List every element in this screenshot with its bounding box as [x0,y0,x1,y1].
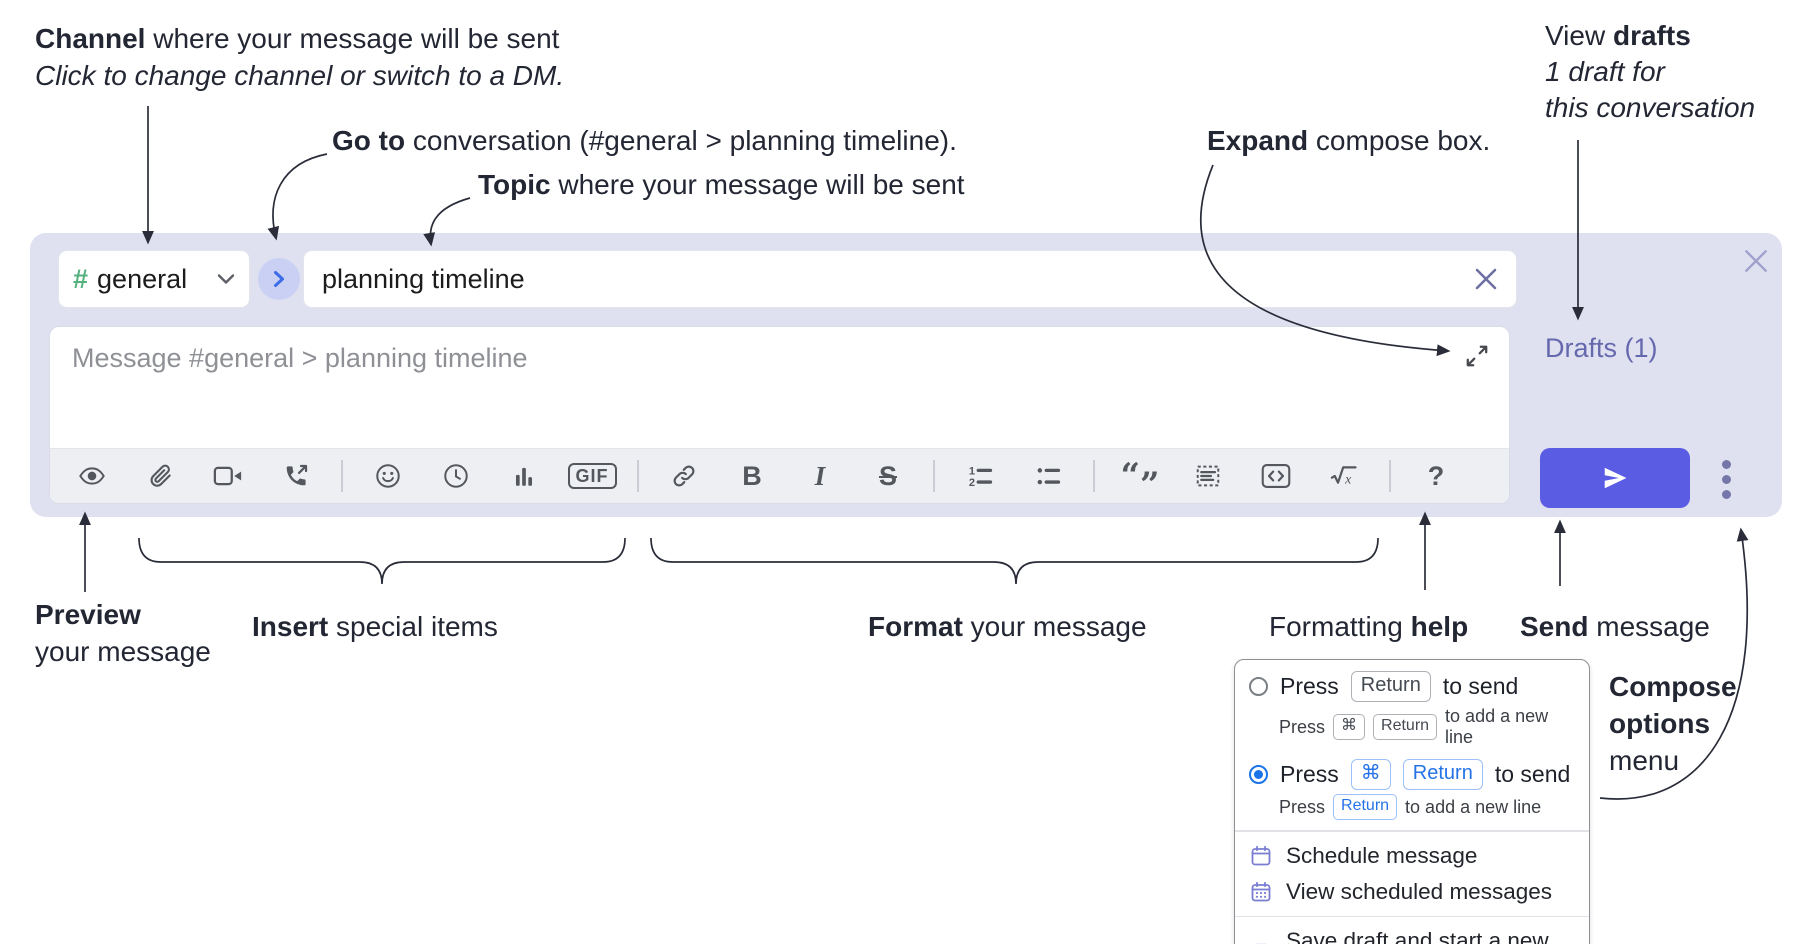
paperclip-icon [150,464,171,487]
channel-selector[interactable]: # general [58,250,250,308]
clear-topic-button[interactable] [1464,257,1508,301]
format-annotation: Format your message [868,611,1147,642]
view-scheduled-messages-item[interactable]: View scheduled messages [1235,874,1589,910]
svg-text:x: x [1344,472,1352,487]
poll-button[interactable] [490,455,558,497]
send-button[interactable] [1540,448,1690,508]
bold-icon: B [742,460,762,491]
video-camera-icon [213,466,242,486]
italic-icon: I [814,460,826,491]
view-drafts-annotation: View drafts 1 draft for this conversatio… [1545,20,1756,123]
calendar-grid-icon [1251,881,1271,901]
compose-options-button[interactable] [1703,452,1749,506]
bold-button[interactable]: B [718,455,786,497]
blockquote-button[interactable]: “” [1106,455,1174,502]
code-block-icon [1196,465,1220,487]
goto-annotation: Go to conversation (#general > planning … [332,125,957,156]
strikethrough-icon: S [878,460,897,491]
toolbar-separator [341,460,343,492]
dots-vertical-icon [1721,459,1731,469]
insert-annotation: Insert special items [252,611,498,642]
preview-button[interactable] [58,455,126,497]
emoji-button[interactable] [354,455,422,497]
topic-input[interactable] [304,263,1464,295]
save-draft-item[interactable]: Save draft and start a new message [1235,923,1589,944]
ordered-list-button[interactable]: 1 2 [946,455,1014,497]
insert-brace [138,537,626,585]
send-option-return-sub: Press ⌘ Return to add a new line [1279,706,1549,747]
phone-call-icon [286,464,308,486]
gif-button[interactable]: GIF [558,455,626,497]
toolbar-separator [933,460,935,492]
clock-icon [444,464,468,488]
formatting-help-button[interactable]: ? [1402,455,1470,497]
topic-field [303,250,1517,308]
attach-file-button[interactable] [126,455,194,497]
goto-conversation-button[interactable] [258,258,300,300]
inline-code-button[interactable] [1242,455,1310,497]
expand-compose-button[interactable] [1458,337,1496,375]
compose-options-annotation: Compose options menu [1609,671,1737,776]
eye-icon [79,467,105,485]
ordered-list-icon: 1 2 [969,465,993,489]
formula-icon: x [1330,466,1357,487]
svg-text:1: 1 [969,465,975,477]
topic-annotation: Topic where your message will be sent [478,169,965,200]
compose-options-menu: Press Return to send Press ⌘ Return to a… [1234,659,1590,944]
expand-icon [1466,345,1488,367]
gif-icon: GIF [567,463,617,489]
formatting-toolbar: GIF B I S [50,448,1509,503]
channel-hash-icon: # [73,263,89,294]
channel-annotation: Channel where your message will be sent … [35,23,565,91]
close-icon [1745,250,1767,272]
menu-divider [1235,915,1589,917]
svg-text:2: 2 [969,477,975,489]
send-option-cmd-return-sub: Press Return to add a new line [1235,793,1589,824]
audio-call-button[interactable] [262,455,330,497]
video-clip-button[interactable] [194,455,262,497]
question-mark-icon: ? [1427,460,1445,491]
schedule-message-item[interactable]: Schedule message [1235,838,1589,874]
strikethrough-button[interactable]: S [854,455,922,497]
bulleted-list-icon [1037,468,1061,485]
radio-unselected-icon[interactable] [1249,677,1268,696]
chevron-right-icon [274,271,284,287]
message-area: GIF B I S [49,326,1510,504]
formatting-help-annotation: Formatting help [1269,611,1469,642]
goto-arrow [267,153,328,241]
send-option-cmd-return[interactable]: Press ⌘ Return to send [1235,756,1589,793]
preview-annotation: Preview your message [35,599,211,667]
bar-chart-icon [515,467,533,486]
code-block-button[interactable] [1174,455,1242,497]
format-brace [650,537,1379,585]
chevron-down-icon [217,274,235,284]
toolbar-separator [1389,460,1391,492]
send-plane-icon [1604,467,1627,489]
smiley-icon [376,464,400,488]
recent-files-button[interactable] [422,455,490,497]
toolbar-separator [1093,460,1095,492]
calendar-icon [1251,845,1271,865]
send-annotation: Send message [1520,611,1710,642]
drafts-link[interactable]: Drafts (1) [1545,333,1658,363]
message-input[interactable] [70,341,1414,435]
menu-divider [1235,830,1589,832]
send-option-return[interactable]: Press Return to send [1235,668,1589,705]
compose-box: # general [30,233,1782,517]
close-compose-button[interactable] [1736,241,1776,281]
toolbar-separator [637,460,639,492]
bulleted-list-button[interactable] [1014,455,1082,497]
close-icon [1475,268,1497,290]
inline-code-icon [1261,464,1291,488]
formula-button[interactable]: x [1310,455,1378,497]
italic-button[interactable]: I [786,455,854,497]
channel-name: general [97,263,188,294]
link-button[interactable] [650,455,718,497]
radio-selected-icon[interactable] [1249,765,1268,784]
expand-annotation: Expand compose box. [1207,125,1491,156]
link-icon [673,465,695,487]
